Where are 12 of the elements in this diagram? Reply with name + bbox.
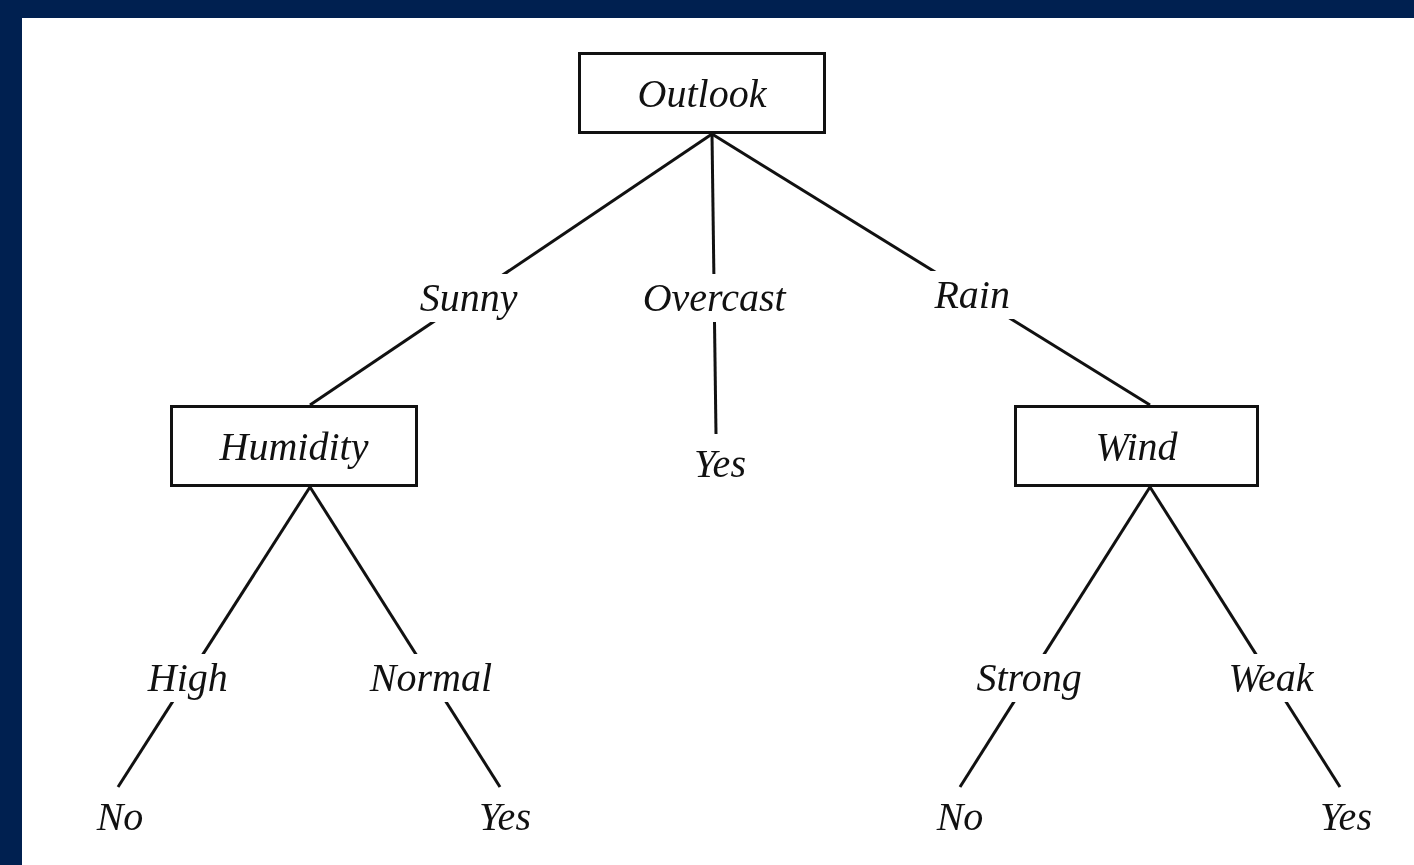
decision-box — [170, 405, 418, 487]
decision-box — [1014, 405, 1259, 487]
leaf-label: No — [936, 792, 984, 840]
leaf-label: Yes — [694, 439, 746, 487]
edge-label: Rain — [928, 271, 1016, 319]
node-label: Outlook — [637, 69, 767, 117]
decision-box — [578, 52, 826, 134]
leaf-label: Yes — [479, 792, 531, 840]
leaf-label: Yes — [1320, 792, 1372, 840]
node-label: Humidity — [219, 422, 369, 470]
node-label: Wind — [1095, 422, 1178, 470]
leaf-label: No — [96, 792, 144, 840]
